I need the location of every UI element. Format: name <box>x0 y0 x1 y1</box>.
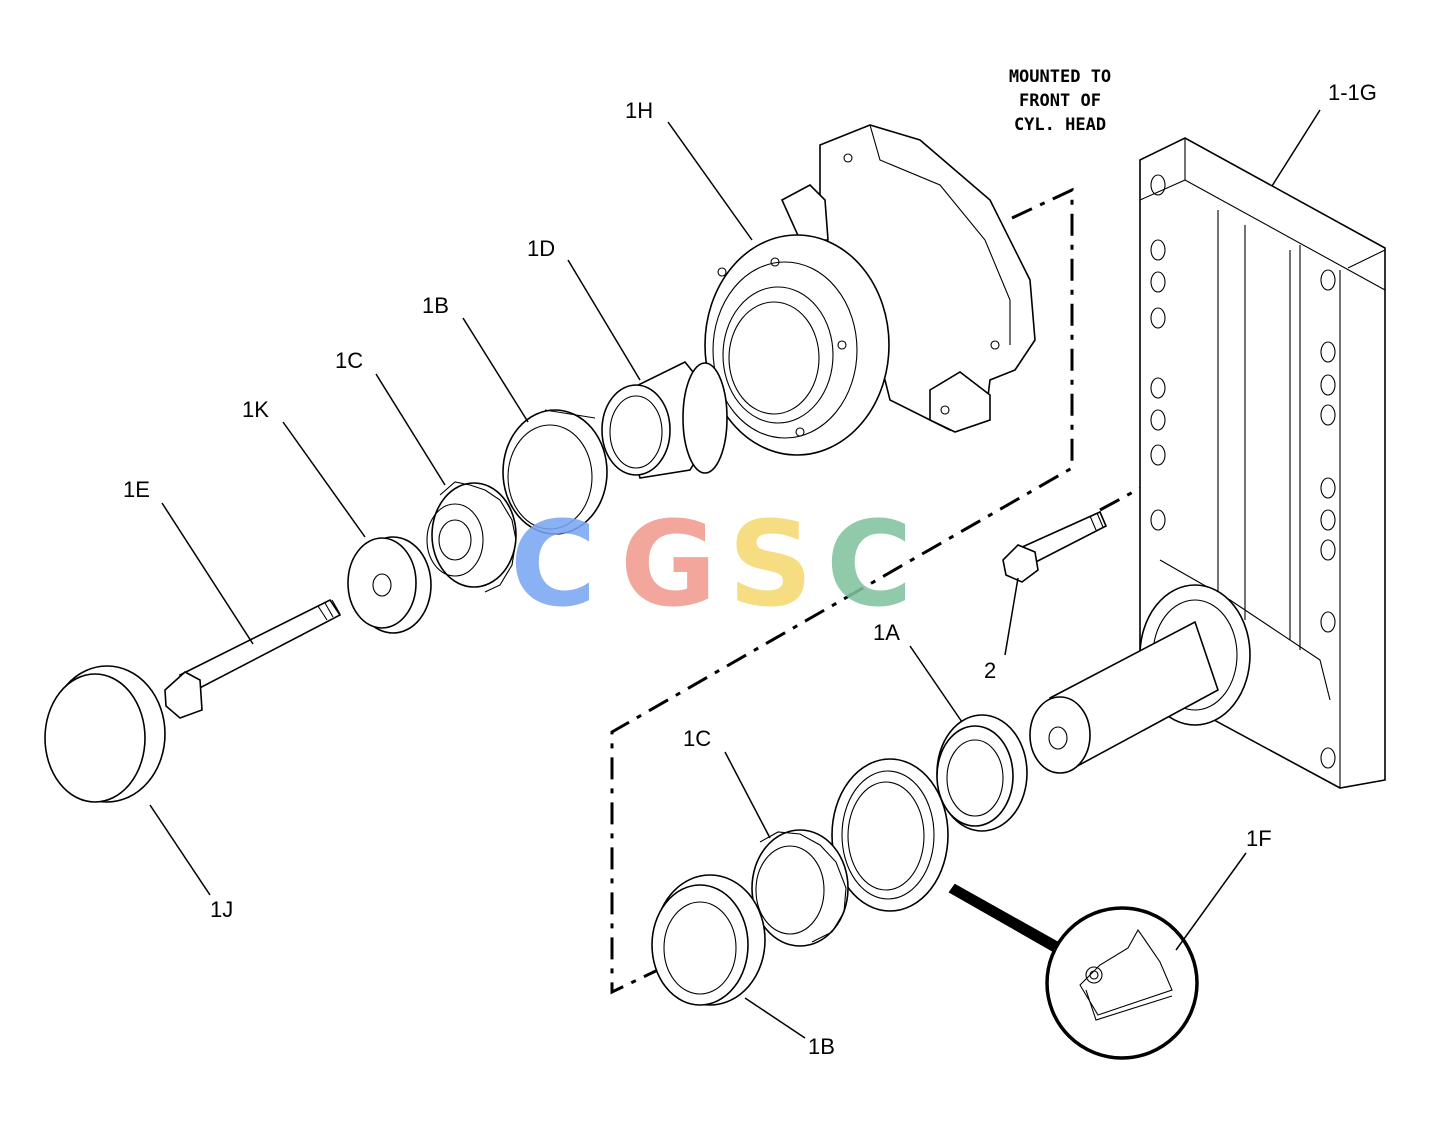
bracket-holes <box>1150 174 1336 769</box>
washer-1k <box>347 536 432 634</box>
part-labels: 1H 1-1G 1D 1B 1C 1K 1E 1J 1A 2 1C 1F 1B <box>123 80 1377 1059</box>
bearing-cup-1b-upper <box>502 409 608 535</box>
bearing-cone-1c-lower <box>751 829 849 947</box>
label-1c-upper: 1C <box>335 348 363 373</box>
watermark-letter-c2: C <box>826 495 913 633</box>
sleeve-1d <box>601 360 728 479</box>
cap-1j <box>44 665 166 803</box>
seal-1a <box>936 714 1028 832</box>
label-1b-lower: 1B <box>808 1034 835 1059</box>
assembly-dashed-outline <box>610 187 1074 995</box>
label-1a: 1A <box>873 620 900 645</box>
watermark-letter-s: S <box>728 495 813 633</box>
bracket-1-1g <box>1029 137 1386 789</box>
bearing-cup-1b-lower <box>651 874 766 1006</box>
label-1-1g: 1-1G <box>1328 80 1377 105</box>
label-1c-lower: 1C <box>683 726 711 751</box>
label-1d: 1D <box>527 236 555 261</box>
note-line-2: FRONT OF <box>1019 91 1101 111</box>
detail-pointer <box>948 883 1064 954</box>
hub-housing-1h <box>704 124 1036 456</box>
label-1f: 1F <box>1246 826 1272 851</box>
note-line-3: CYL. HEAD <box>1014 115 1106 135</box>
mounting-note: MOUNTED TO FRONT OF CYL. HEAD <box>1009 67 1111 135</box>
label-1h: 1H <box>625 98 653 123</box>
seal-ring-1f <box>831 758 1199 1060</box>
note-line-1: MOUNTED TO <box>1009 67 1111 87</box>
watermark-letter-g: G <box>620 495 717 633</box>
label-1b-upper: 1B <box>422 293 449 318</box>
label-1e: 1E <box>123 477 150 502</box>
detail-circle <box>1045 906 1199 1060</box>
shaft-end <box>1029 696 1091 774</box>
watermark-logo: C G S C <box>510 495 913 633</box>
leader-lines <box>149 109 1321 1039</box>
bolt-2 <box>1002 510 1108 583</box>
label-1k: 1K <box>242 397 269 422</box>
bolt-1e <box>164 598 342 719</box>
label-1j: 1J <box>210 897 233 922</box>
bearing-cone-1c-upper <box>426 481 517 593</box>
label-2: 2 <box>984 658 996 683</box>
watermark-letter-c1: C <box>510 495 597 633</box>
